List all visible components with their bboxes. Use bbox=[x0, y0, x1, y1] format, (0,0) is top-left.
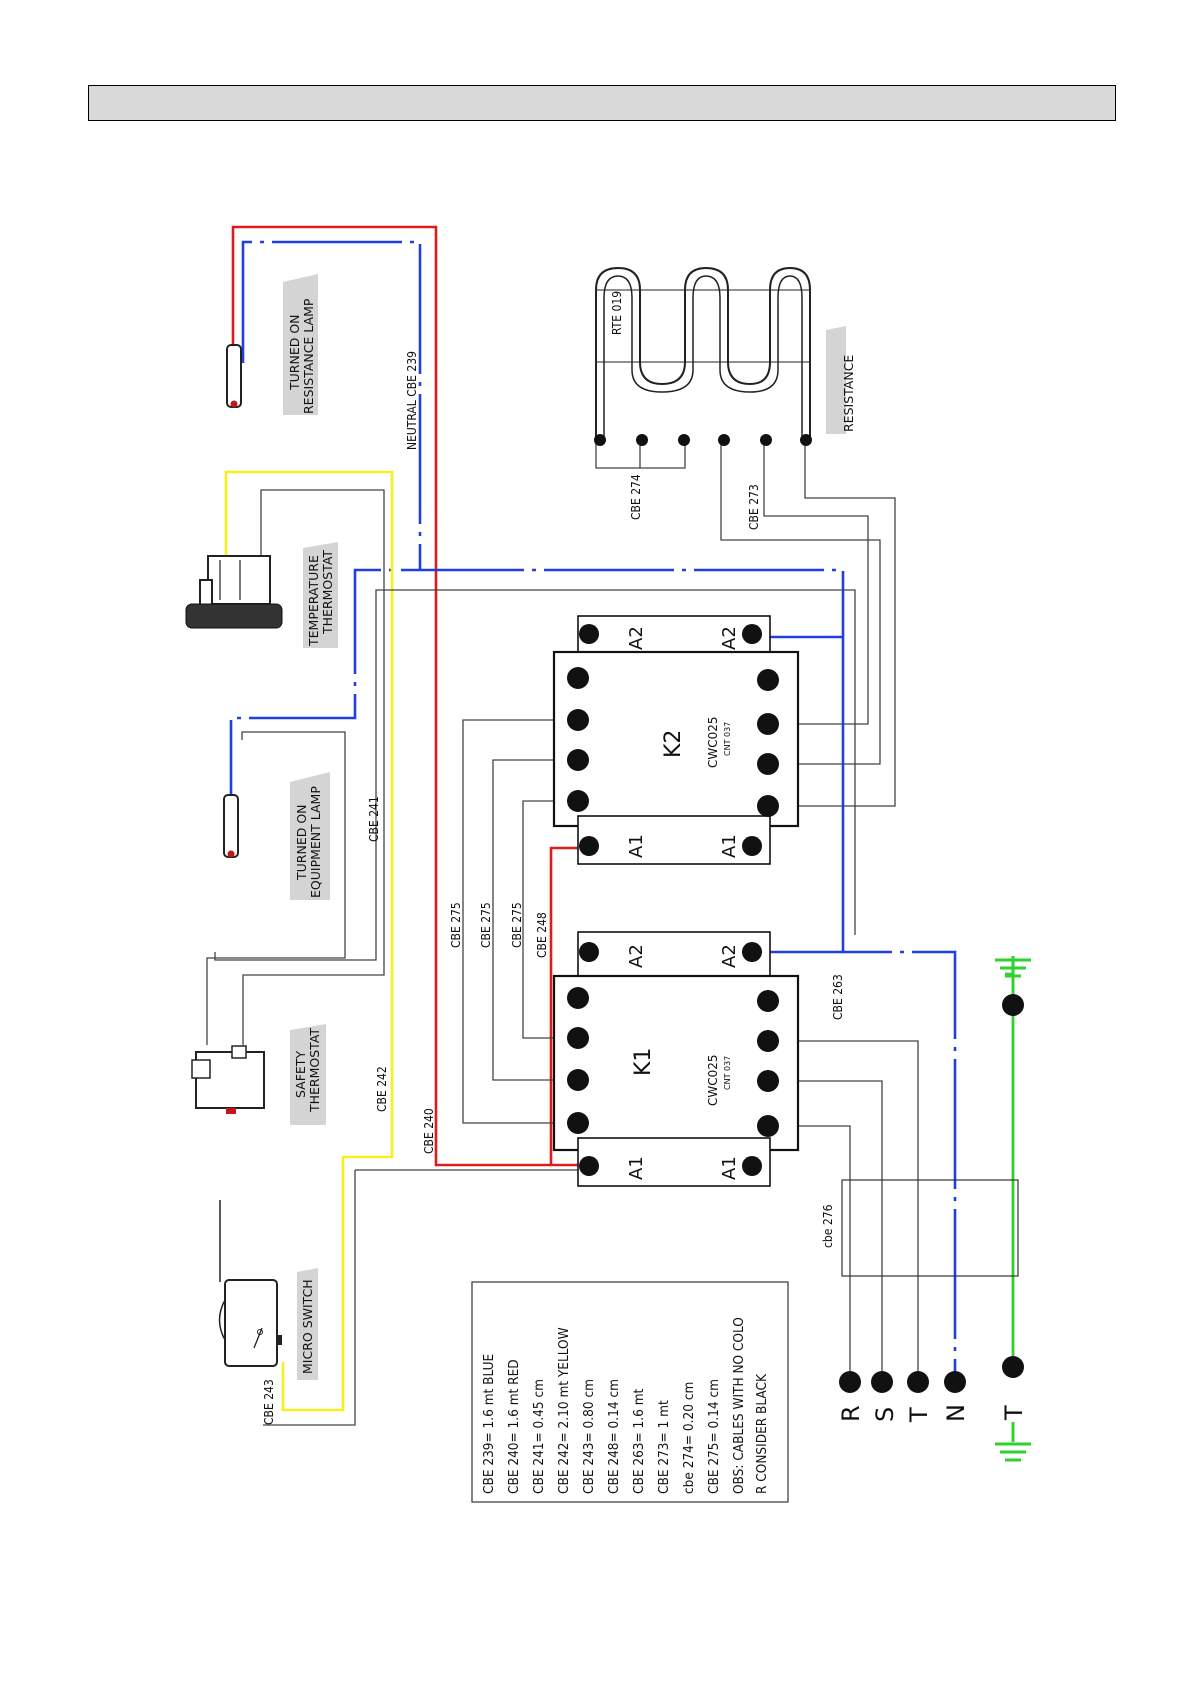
contactor-k1 bbox=[552, 931, 800, 1187]
legend-line: CBE 242= 2.10 mt YELLOW bbox=[556, 1327, 572, 1494]
k2-a1-right-label: A1 bbox=[719, 834, 740, 858]
k2-a2-label: A2 bbox=[719, 626, 740, 650]
resistance-element bbox=[595, 266, 811, 438]
legend-line: OBS: CABLES WITH NO COLO bbox=[731, 1317, 747, 1494]
label-cbe275-c: CBE 275 bbox=[510, 902, 524, 948]
label-neutral-cbe239: NEUTRAL CBE 239 bbox=[405, 351, 419, 450]
legend-line: R CONSIDER BLACK bbox=[754, 1373, 770, 1494]
k1-model: CWC025 bbox=[706, 1054, 720, 1106]
terminal-earth: T bbox=[1000, 1405, 1028, 1421]
earth-symbol-top bbox=[995, 956, 1031, 992]
legend-line: CBE 239= 1.6 mt BLUE bbox=[481, 1354, 497, 1494]
k1-a1-label: A1 bbox=[626, 1156, 647, 1180]
label-cbe241: CBE 241 bbox=[367, 796, 381, 842]
legend: CBE 239= 1.6 mt BLUE CBE 240= 1.6 mt RED… bbox=[481, 1317, 770, 1494]
wire-earth-green bbox=[1005, 972, 1015, 1367]
label-cbe276: cbe 276 bbox=[821, 1204, 835, 1248]
label-cbe243: CBE 243 bbox=[262, 1379, 276, 1425]
wire-cbe239-blue bbox=[229, 240, 957, 1380]
label-cbe273: CBE 273 bbox=[747, 484, 761, 530]
label-cbe240: CBE 240 bbox=[422, 1108, 436, 1154]
svg-text:THERMOSTAT: THERMOSTAT bbox=[307, 1028, 322, 1113]
k2-a2-top-label: A2 bbox=[626, 626, 647, 650]
legend-line: CBE 275= 0.14 cm bbox=[706, 1379, 722, 1494]
legend-line: CBE 273= 1 mt bbox=[656, 1400, 672, 1494]
svg-text:SAFETY: SAFETY bbox=[293, 1051, 308, 1098]
label-cbe263: CBE 263 bbox=[831, 974, 845, 1020]
terminal-s: S bbox=[871, 1407, 899, 1422]
legend-line: CBE 241= 0.45 cm bbox=[531, 1379, 547, 1494]
legend-line: cbe 274= 0.20 cm bbox=[681, 1382, 697, 1494]
svg-text:TEMPERATURE: TEMPERATURE bbox=[306, 555, 321, 647]
legend-line: CBE 240= 1.6 mt RED bbox=[506, 1359, 522, 1494]
resistance-lamp bbox=[226, 344, 242, 408]
equipment-lamp bbox=[223, 794, 239, 858]
svg-text:EQUIPMENT LAMP: EQUIPMENT LAMP bbox=[308, 786, 323, 898]
svg-text:RESISTANCE LAMP: RESISTANCE LAMP bbox=[301, 298, 316, 414]
micro-switch bbox=[218, 1200, 282, 1367]
contactor-k2 bbox=[552, 615, 800, 865]
legend-box bbox=[471, 1281, 789, 1503]
resistance-lamp-label: TURNED ON RESISTANCE LAMP bbox=[283, 274, 318, 415]
earth-terminal-top bbox=[1002, 994, 1024, 1016]
terminal-t: T bbox=[905, 1407, 933, 1423]
legend-line: CBE 263= 1.6 mt bbox=[631, 1388, 647, 1494]
terminal-r: R bbox=[837, 1405, 865, 1422]
k1-a1-right-label: A1 bbox=[719, 1156, 740, 1180]
svg-text:RESISTANCE: RESISTANCE bbox=[841, 355, 856, 432]
label-cbe248: CBE 248 bbox=[535, 912, 549, 958]
supply-terminals bbox=[839, 1356, 1024, 1393]
wire-cbe240-red bbox=[231, 225, 590, 1167]
label-cbe275-a: CBE 275 bbox=[449, 902, 463, 948]
legend-line: CBE 248= 0.14 cm bbox=[606, 1379, 622, 1494]
safety-thermostat-label: SAFETY THERMOSTAT bbox=[290, 1024, 326, 1125]
k2-a1-label: A1 bbox=[626, 834, 647, 858]
wires-black bbox=[206, 438, 919, 1426]
label-cbe274: CBE 274 bbox=[629, 474, 643, 520]
svg-text:MICRO SWITCH: MICRO SWITCH bbox=[300, 1279, 315, 1374]
legend-line: CBE 243= 0.80 cm bbox=[581, 1379, 597, 1494]
temperature-thermostat bbox=[185, 555, 283, 629]
terminal-n: N bbox=[942, 1404, 970, 1422]
resistance-label: RESISTANCE bbox=[826, 326, 856, 434]
earth-symbol-bottom bbox=[995, 1422, 1031, 1462]
svg-text:TURNED ON: TURNED ON bbox=[287, 314, 302, 391]
resistance-terminals bbox=[594, 434, 812, 446]
k2-name: K2 bbox=[661, 730, 686, 758]
temperature-thermostat-label: TEMPERATURE THERMOSTAT bbox=[303, 542, 338, 648]
safety-thermostat bbox=[191, 1045, 265, 1114]
k1-a2-top-label: A2 bbox=[626, 944, 647, 968]
k2-code: CNT 037 bbox=[723, 722, 732, 756]
micro-switch-label: MICRO SWITCH bbox=[297, 1268, 318, 1380]
header-bar bbox=[88, 85, 1116, 121]
wire-cbe242-yellow bbox=[224, 470, 394, 1412]
svg-text:THERMOSTAT: THERMOSTAT bbox=[320, 550, 335, 635]
label-cbe275-b: CBE 275 bbox=[479, 902, 493, 948]
k2-model: CWC025 bbox=[706, 716, 720, 768]
rte-code: RTE 019 bbox=[610, 291, 624, 335]
svg-text:TURNED ON: TURNED ON bbox=[294, 804, 309, 881]
k1-name: K1 bbox=[631, 1048, 656, 1076]
cbe276-bundle bbox=[841, 1179, 1019, 1277]
label-cbe242: CBE 242 bbox=[375, 1066, 389, 1112]
k1-a2-label: A2 bbox=[719, 944, 740, 968]
k1-code: CNT 037 bbox=[723, 1056, 732, 1090]
equipment-lamp-label: TURNED ON EQUIPMENT LAMP bbox=[290, 772, 330, 900]
